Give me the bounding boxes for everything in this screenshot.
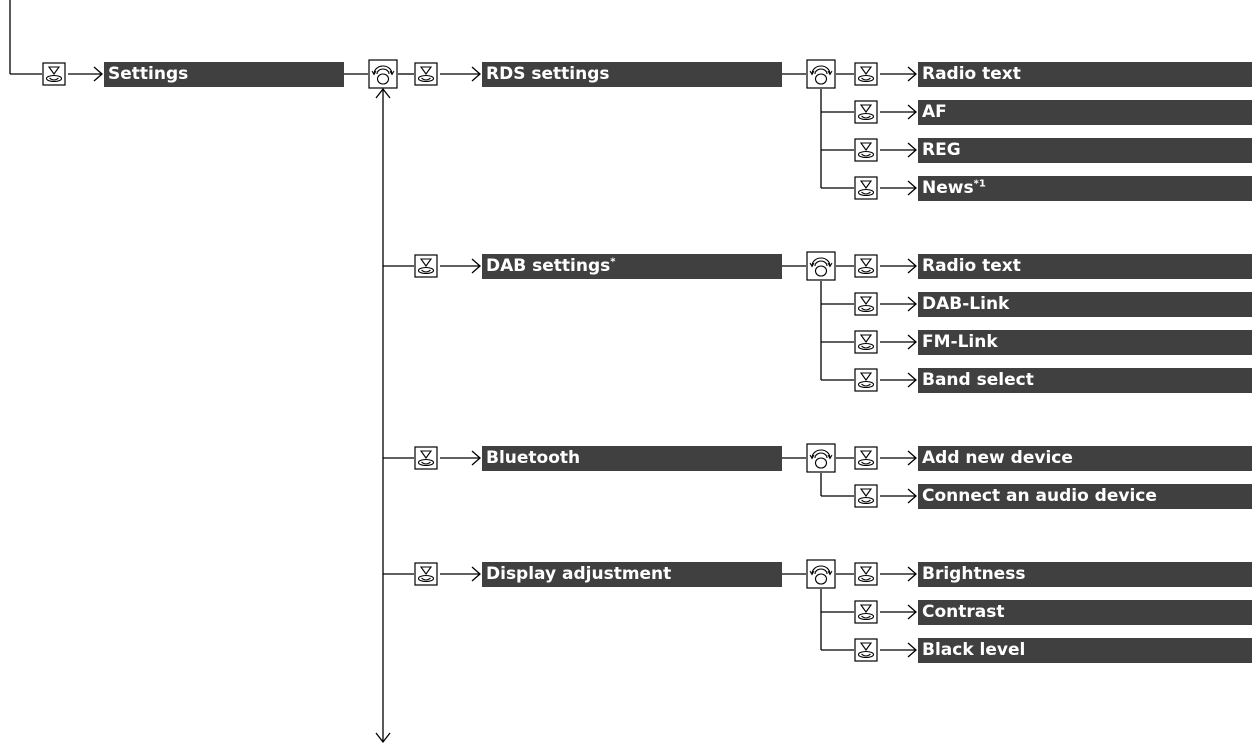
settings-bar: Settings (104, 62, 344, 87)
arrow-head (907, 642, 917, 658)
option-bar: Radio text (918, 62, 1252, 87)
arrow-head (907, 566, 917, 582)
arrow-head (907, 104, 917, 120)
arrow-head (375, 87, 391, 99)
option-bar: Connect an audio device (918, 484, 1252, 509)
option-bar: AF (918, 100, 1252, 125)
arrow-head (471, 258, 481, 274)
option-bar: DAB-Link (918, 292, 1252, 317)
rotate-knob-icon (368, 59, 398, 89)
arrow-head (907, 180, 917, 196)
menu-label: AF (922, 102, 947, 122)
arrow-head (907, 66, 917, 82)
rotate-knob-icon (806, 443, 836, 473)
arrow-head (93, 66, 103, 82)
menu-label: Brightness (922, 564, 1026, 584)
menu-label: Connect an audio device (922, 486, 1157, 506)
footnote-mark: * (610, 256, 616, 268)
press-knob-icon (414, 446, 438, 470)
arrow-head (471, 566, 481, 582)
menu-label: DAB-Link (922, 294, 1010, 314)
option-bar: Black level (918, 638, 1252, 663)
press-knob-icon (854, 638, 878, 662)
submenu-bar: Display adjustment (482, 562, 782, 587)
option-bar: Add new device (918, 446, 1252, 471)
option-bar: Contrast (918, 600, 1252, 625)
arrow-head (907, 450, 917, 466)
menu-label: FM-Link (922, 332, 998, 352)
submenu-bar: DAB settings* (482, 254, 782, 279)
rotate-knob-icon (806, 251, 836, 281)
menu-label: Contrast (922, 602, 1005, 622)
arrow-head (907, 604, 917, 620)
press-knob-icon (854, 62, 878, 86)
menu-label: REG (922, 140, 961, 160)
arrow-head (907, 296, 917, 312)
arrow-head (907, 372, 917, 388)
press-knob-icon (854, 562, 878, 586)
press-knob-icon (854, 600, 878, 624)
option-bar: News*1 (918, 176, 1252, 201)
press-knob-icon (854, 138, 878, 162)
option-bar: Brightness (918, 562, 1252, 587)
option-bar: FM-Link (918, 330, 1252, 355)
press-knob-icon (414, 62, 438, 86)
rotate-knob-icon (806, 59, 836, 89)
arrow-head (907, 142, 917, 158)
menu-label: News (922, 178, 974, 198)
rotate-knob-icon (806, 559, 836, 589)
submenu-bar: RDS settings (482, 62, 782, 87)
press-knob-icon (854, 254, 878, 278)
menu-label: Display adjustment (486, 564, 672, 584)
press-knob-icon (414, 562, 438, 586)
option-bar: Band select (918, 368, 1252, 393)
press-knob-icon (854, 446, 878, 470)
option-bar: Radio text (918, 254, 1252, 279)
menu-label: Add new device (922, 448, 1073, 468)
press-knob-icon (854, 100, 878, 124)
menu-label: Radio text (922, 256, 1021, 276)
arrow-head (907, 334, 917, 350)
menu-label: Band select (922, 370, 1034, 390)
press-knob-icon (854, 484, 878, 508)
press-knob-icon (854, 330, 878, 354)
press-knob-icon (854, 368, 878, 392)
menu-label: Bluetooth (486, 448, 581, 468)
option-bar: REG (918, 138, 1252, 163)
arrow-head (471, 450, 481, 466)
menu-label: Radio text (922, 64, 1021, 84)
press-knob-icon (854, 176, 878, 200)
arrow-head (471, 66, 481, 82)
menu-label: DAB settings (486, 256, 611, 276)
arrow-head (907, 258, 917, 274)
press-knob-icon (414, 254, 438, 278)
arrow-head (907, 488, 917, 504)
menu-label: Black level (922, 640, 1026, 660)
menu-label: RDS settings (486, 64, 610, 84)
menu-label: Settings (108, 64, 189, 84)
press-knob-icon (854, 292, 878, 316)
submenu-bar: Bluetooth (482, 446, 782, 471)
press-knob-icon (42, 62, 66, 86)
footnote-mark: *1 (973, 178, 986, 190)
arrow-head (375, 732, 391, 744)
